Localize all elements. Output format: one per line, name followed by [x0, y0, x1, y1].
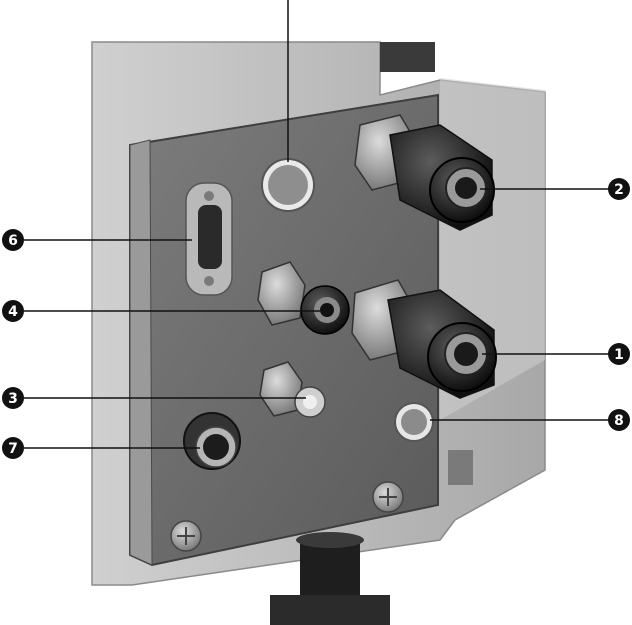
panel-screw-bottom-right — [372, 481, 404, 513]
svg-text:1: 1 — [614, 347, 624, 363]
small-fitting-middle — [257, 261, 350, 335]
round-connector — [183, 412, 241, 470]
panel-screw-bottom-left — [170, 520, 202, 552]
dsub-connector — [185, 182, 233, 296]
svg-text:4: 4 — [8, 304, 18, 320]
callout-3: 3 — [2, 387, 24, 409]
callout-8: 8 — [608, 409, 630, 431]
leader-lines — [24, 188, 610, 449]
mounting-stand — [270, 532, 390, 625]
svg-text:3: 3 — [8, 391, 18, 407]
svg-text:2: 2 — [614, 182, 624, 198]
small-fitting-lower — [259, 361, 326, 418]
blanking-plug-top — [261, 158, 315, 212]
svg-text:8: 8 — [614, 413, 624, 429]
callout-1: 1 — [608, 343, 630, 365]
large-fitting-lower — [351, 279, 497, 399]
blanking-plug-right — [394, 402, 434, 442]
svg-text:7: 7 — [8, 441, 18, 457]
large-fitting-upper — [354, 114, 495, 231]
svg-text:6: 6 — [8, 233, 18, 249]
callout-2: 2 — [608, 178, 630, 200]
callout-4: 4 — [2, 300, 24, 322]
callout-7: 7 — [2, 437, 24, 459]
callout-6: 6 — [2, 229, 24, 251]
